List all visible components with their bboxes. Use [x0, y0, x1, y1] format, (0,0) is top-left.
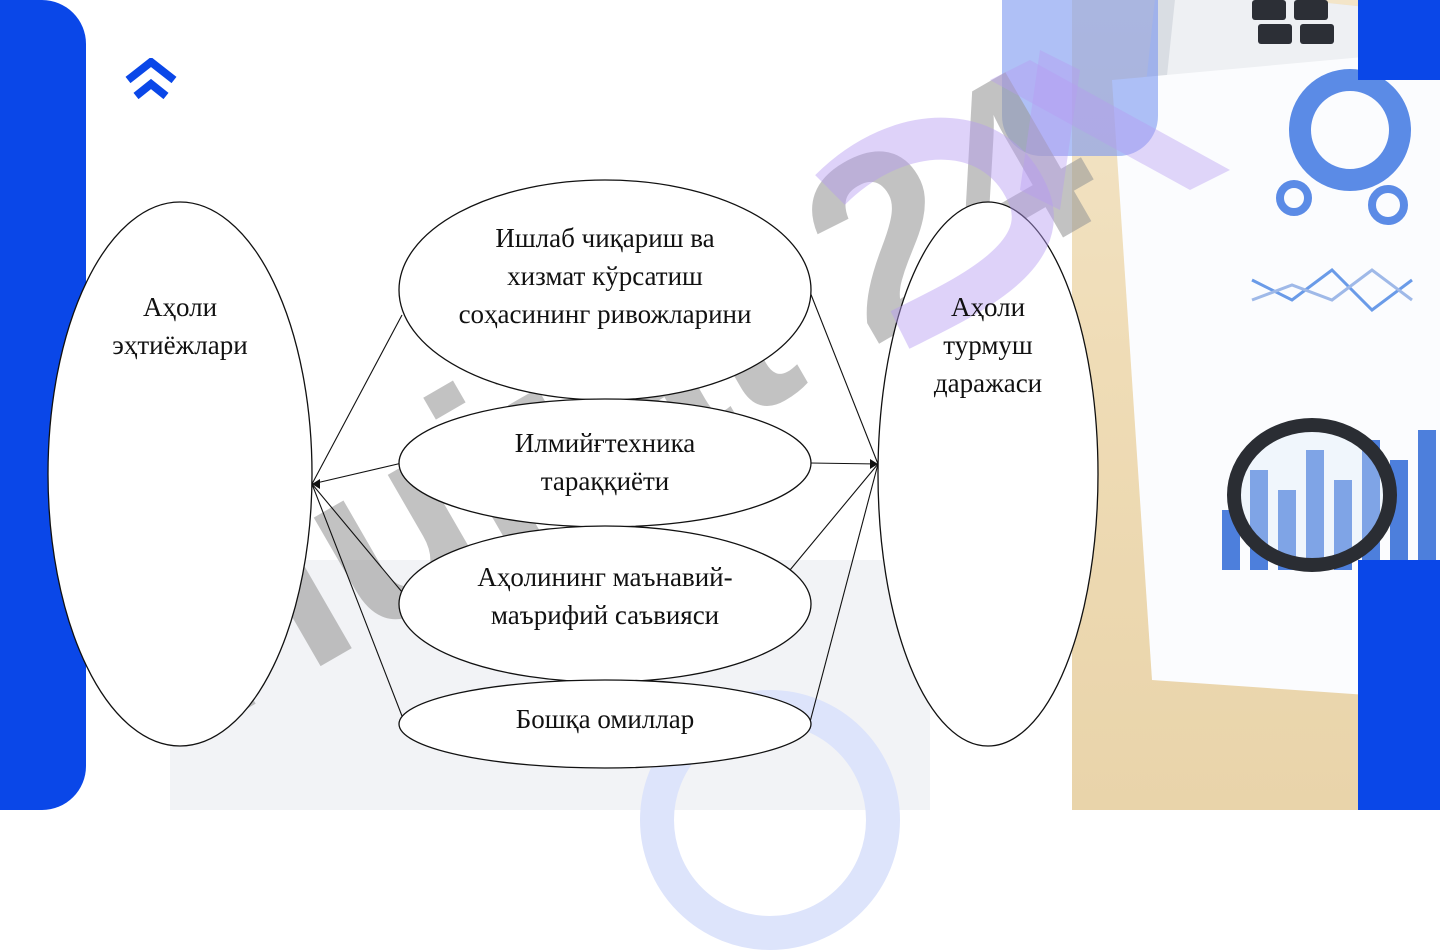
middle-node-label-1: Ишлаб чиқариш ва хизмат кўрсатиш соҳасин… — [458, 223, 752, 329]
right-node-label: Аҳоли турмуш даражаси — [933, 292, 1043, 398]
right-node-shape — [877, 201, 1099, 747]
middle-node-label-2: Илмийғтехника тараққиёти — [514, 428, 696, 496]
decorative-rounded-block — [1002, 0, 1158, 156]
middle-node-shape-4 — [398, 679, 812, 769]
left-node-shape — [47, 201, 313, 747]
left-node-label: Аҳоли эҳтиёжлари — [112, 292, 248, 360]
middle-node-label-3: Аҳолининг маънавий-маърифий саъвияси — [477, 562, 733, 630]
arrowhead-left — [312, 479, 320, 489]
decorative-blue-block-top — [1358, 0, 1440, 80]
diagram — [47, 179, 1099, 769]
arrowhead-right — [870, 459, 878, 469]
logo-chevron-icon — [125, 58, 177, 100]
middle-node-label-4: Бошқа омиллар — [515, 704, 695, 734]
decorative-blue-block-bottom — [1358, 560, 1440, 810]
